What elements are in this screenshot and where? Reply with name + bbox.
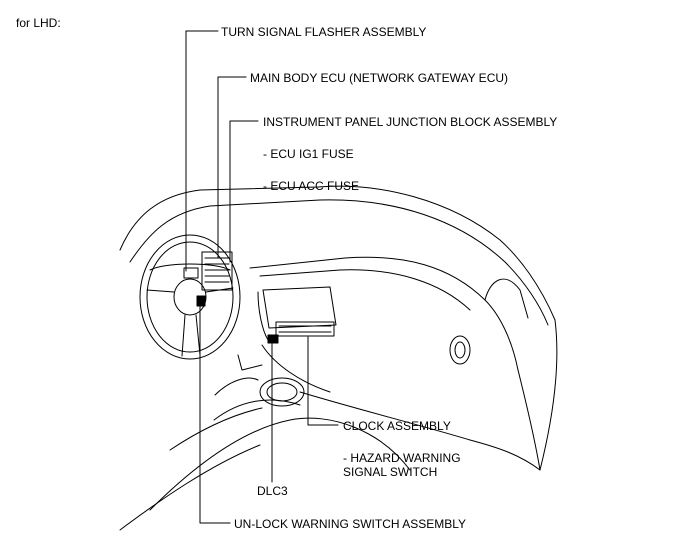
leader-clock [307,336,339,426]
ecu-cluster [183,251,233,307]
callout-turn-signal-flasher: TURN SIGNAL FLASHER ASSEMBLY [221,25,427,39]
air-vent [449,335,471,365]
leader-turn-signal [185,30,219,272]
dashboard-outline [119,185,558,471]
callout-unlock-switch: UN-LOCK WARNING SWITCH ASSEMBLY [234,517,467,531]
variant-label: for LHD: [16,16,61,30]
callout-main-body-ecu: MAIN BODY ECU (NETWORK GATEWAY ECU) [250,71,509,85]
leader-unlock [199,301,231,524]
callout-junction-block: INSTRUMENT PANEL JUNCTION BLOCK ASSEMBLY [263,115,558,129]
callout-dlc3: DLC3 [257,484,288,498]
leader-junction-block [229,120,259,263]
center-stack [237,286,337,393]
console [119,377,411,531]
leader-main-body-ecu [217,76,247,259]
callout-clock-assembly: CLOCK ASSEMBLY [343,419,451,433]
callout-ecu-acc-fuse: - ECU ACC FUSE [263,179,360,193]
callout-hazard-switch: - HAZARD WARNING SIGNAL SWITCH [343,451,461,479]
steering-wheel [139,234,241,360]
callout-ecu-ig1-fuse: - ECU IG1 FUSE [263,147,354,161]
leader-lines [185,30,339,524]
